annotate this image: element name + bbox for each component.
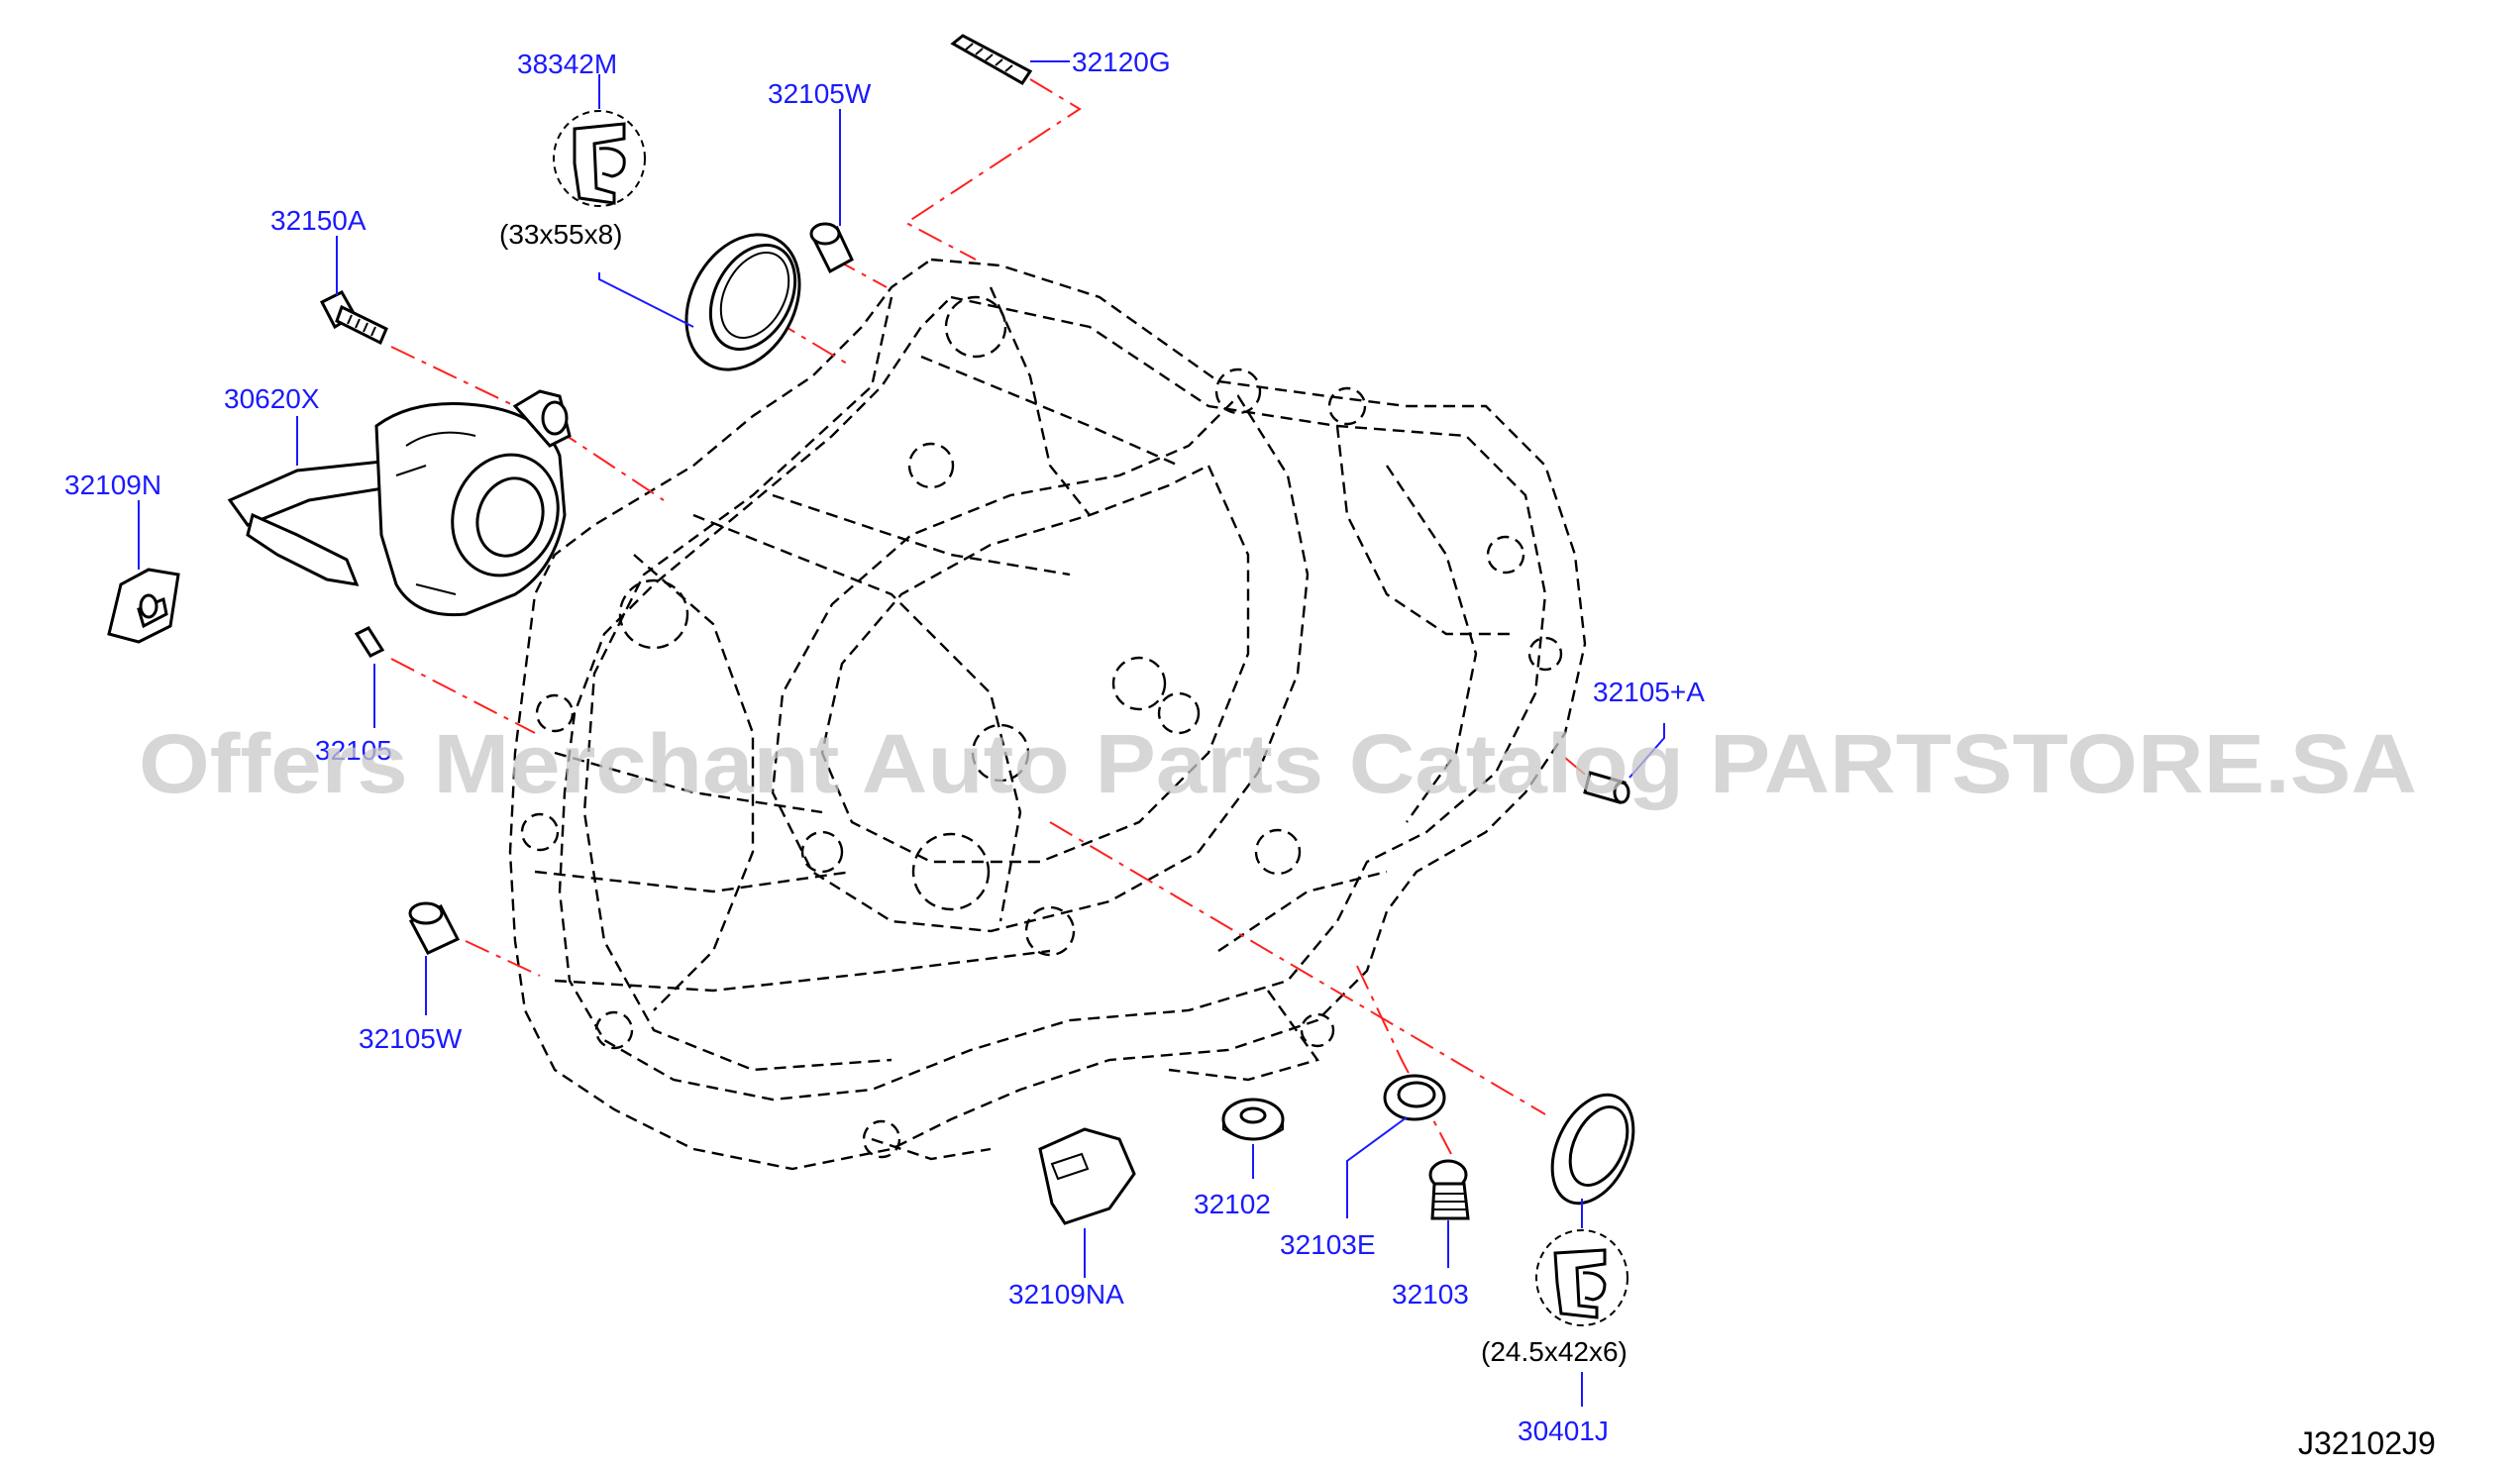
- pin-3210X: [354, 626, 385, 658]
- centerline-32103: [1049, 821, 1546, 1115]
- callout-32105A: 32105+A: [1593, 677, 1705, 707]
- diagram-code: J32102J9: [2298, 1425, 2436, 1461]
- centerline-32105A: [1564, 757, 1596, 784]
- callout-32105W-top: 32105W: [768, 78, 872, 109]
- callout-30401J: 30401J: [1518, 1416, 1609, 1446]
- callout-32109NA: 32109NA: [1008, 1279, 1124, 1310]
- plate-32109N: [107, 568, 180, 644]
- dowel-32105W-top: [809, 222, 854, 274]
- callout-32103E: 32103E: [1280, 1229, 1376, 1260]
- leader-32105A: [1628, 723, 1665, 779]
- bolt-32150A: [319, 290, 388, 346]
- washer-32102: [1221, 1098, 1285, 1141]
- clutch-slave-cylinder-30620X: [227, 389, 572, 617]
- centerline-3210X: [390, 658, 536, 734]
- leader-seal-top: [598, 272, 694, 328]
- callout-38342M: 38342M: [517, 49, 617, 79]
- ring-32103E: [1383, 1074, 1446, 1121]
- plug-32103: [1428, 1159, 1470, 1220]
- oil-seal-top: [684, 233, 801, 371]
- plate-32109NA: [1038, 1127, 1136, 1225]
- dowel-32105A: [1583, 771, 1630, 804]
- oil-seal-bottom: [1550, 1093, 1635, 1206]
- centerline-32105W-bottom: [465, 940, 541, 977]
- leader-32103E: [1346, 1116, 1408, 1218]
- watermark: Offers Merchant Auto Parts Catalog PARTS…: [139, 717, 2417, 810]
- centerline-32103-drop: [1356, 965, 1452, 1155]
- callout-3210X: 32105: [315, 735, 392, 766]
- callout-30620X: 30620X: [224, 383, 320, 414]
- callout-32150A: 32150A: [270, 205, 367, 236]
- callout-32103: 32103: [1392, 1279, 1469, 1310]
- stud-32120G: [950, 34, 1033, 85]
- callout-32109N: 32109N: [64, 470, 161, 500]
- centerline-32150A: [390, 346, 516, 407]
- transmission-housing-outline: [508, 258, 1587, 1171]
- callout-labels: 38342M 32120G 32105W 32150A 30620X 32109…: [64, 47, 2436, 1461]
- leader-lines: [138, 60, 1665, 1407]
- seal-section-38342M-detail: [553, 110, 646, 207]
- centerline-32120G: [904, 78, 1082, 261]
- centerline-30620X: [554, 427, 665, 501]
- callout-32105W-bottom: 32105W: [359, 1023, 463, 1054]
- dimension-seal-bottom: (24.5x42x6): [1481, 1336, 1628, 1367]
- seal-section-30401J-detail: [1535, 1229, 1628, 1326]
- callout-32120G: 32120G: [1072, 47, 1171, 77]
- dowel-32105W-bottom: [408, 901, 461, 955]
- dimension-seal-top: (33x55x8): [499, 219, 623, 250]
- callout-32102: 32102: [1194, 1189, 1271, 1219]
